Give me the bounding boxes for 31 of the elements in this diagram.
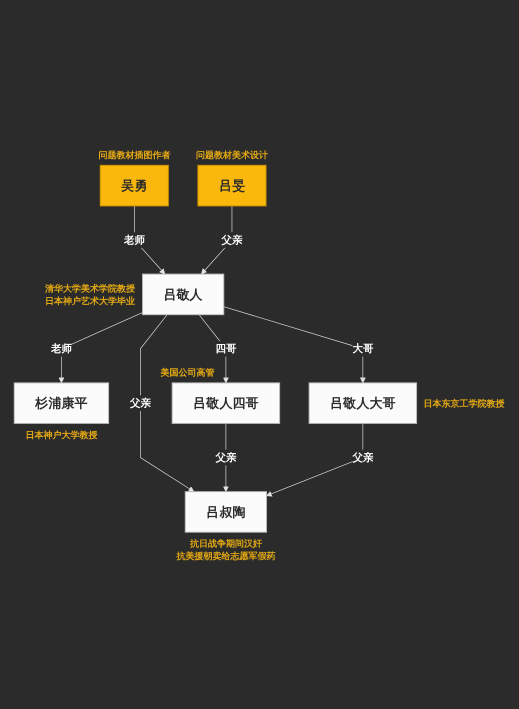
node-caption: 抗美援朝卖给志愿军假药 [176,550,275,562]
node-caption: 日本神户艺术大学毕业 [44,296,134,307]
node-caption: 日本东京工学院教授 [423,398,504,410]
edge-label: 父亲 [214,450,236,463]
node-box: 吕敬人 [142,273,224,315]
node-caption: 清华大学美术学院教授 [44,283,134,294]
arrow [140,314,194,492]
node-box: 吴勇 [99,164,168,206]
arrow [58,312,142,383]
arrow [266,422,363,496]
node-box: 吕叔陶 [184,490,267,532]
node-caption: 问题教材插图作者 [98,149,170,160]
node-box: 吕敬人四哥 [171,382,280,424]
node-caption: 抗日战争期间汉奸 [189,538,262,550]
edge-label: 父亲 [352,450,373,463]
edge-label: 四哥 [214,342,236,354]
edge-label: 大哥 [352,342,373,354]
edge-label: 老师 [123,232,144,246]
arrow [222,306,366,383]
node-caption: 问题教材美术设计 [195,149,268,160]
node-box: 吕敬人大哥 [308,382,417,424]
arrow [134,205,165,274]
edge-label: 父亲 [220,232,242,246]
node-caption: 日本神户大学教授 [24,429,97,440]
node-box: 杉浦康平 [13,382,109,424]
node-caption: 美国公司高管 [160,367,214,378]
edge-label: 父亲 [129,396,150,409]
node-box: 吕旻 [196,164,266,206]
arrow [222,422,228,492]
edge-label: 老师 [50,342,72,354]
arrow [200,205,232,274]
